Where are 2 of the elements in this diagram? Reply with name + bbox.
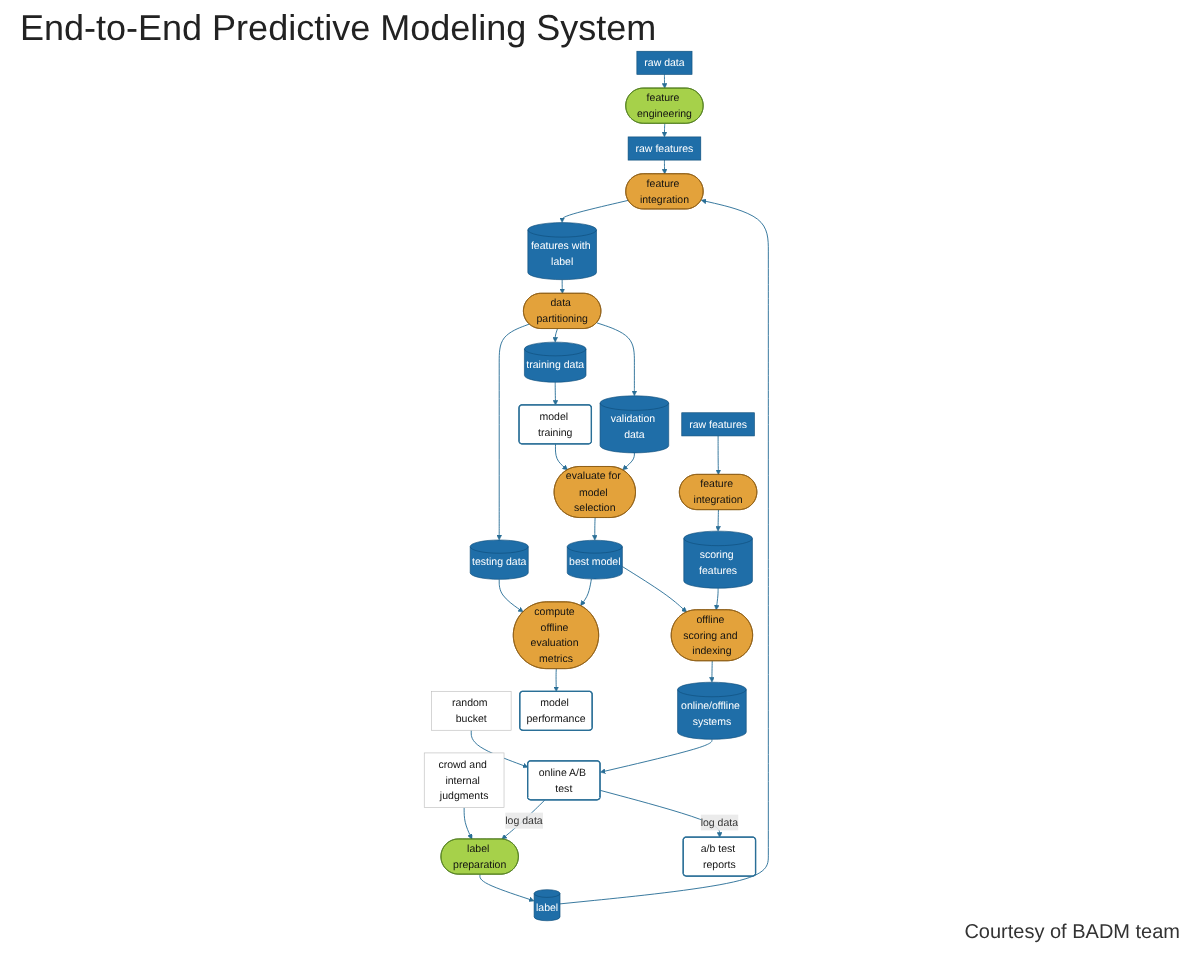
title: End-to-End Predictive Modeling System [20,8,659,50]
credit-note: Courtesy of BADM team [964,922,1180,944]
